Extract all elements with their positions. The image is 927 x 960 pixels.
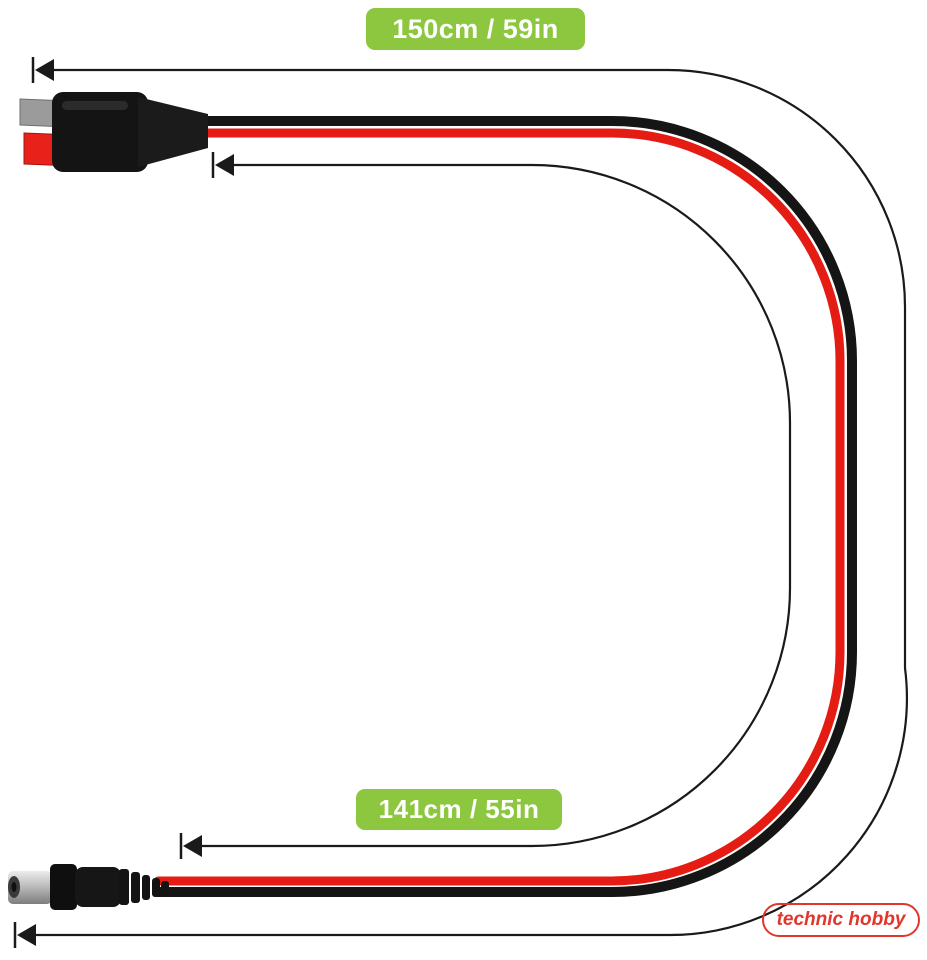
dc-barrel-plug <box>8 864 169 910</box>
dc-plug-metal-tip <box>8 871 52 904</box>
anderson-highlight <box>62 101 128 110</box>
cable-red-wire <box>153 128 845 886</box>
outer-dimension-path <box>34 68 908 937</box>
outer-dimension-line <box>13 57 908 948</box>
length-badge-outer: 150cm / 59in <box>366 8 585 50</box>
dc-plug-tip-pin-hole <box>11 882 17 892</box>
dimension-arrow-left-icon <box>31 57 54 83</box>
cable-black-wire <box>153 116 857 897</box>
dimension-arrow-left-icon <box>13 922 36 948</box>
dimension-arrow-left-icon <box>179 833 202 859</box>
inner-dimension-line <box>179 152 792 859</box>
dc-plug-body <box>75 867 121 907</box>
length-badge-inner: 141cm / 55in <box>356 789 562 830</box>
dc-plug-collar <box>50 864 77 910</box>
anderson-housing <box>52 92 148 172</box>
dc-plug-strain-relief <box>119 869 169 905</box>
anderson-connector <box>19 92 208 172</box>
anderson-nose <box>138 97 208 167</box>
dimension-arrow-left-icon <box>211 152 234 178</box>
inner-dimension-path <box>200 163 792 848</box>
brand-watermark: technic hobby <box>762 903 920 937</box>
